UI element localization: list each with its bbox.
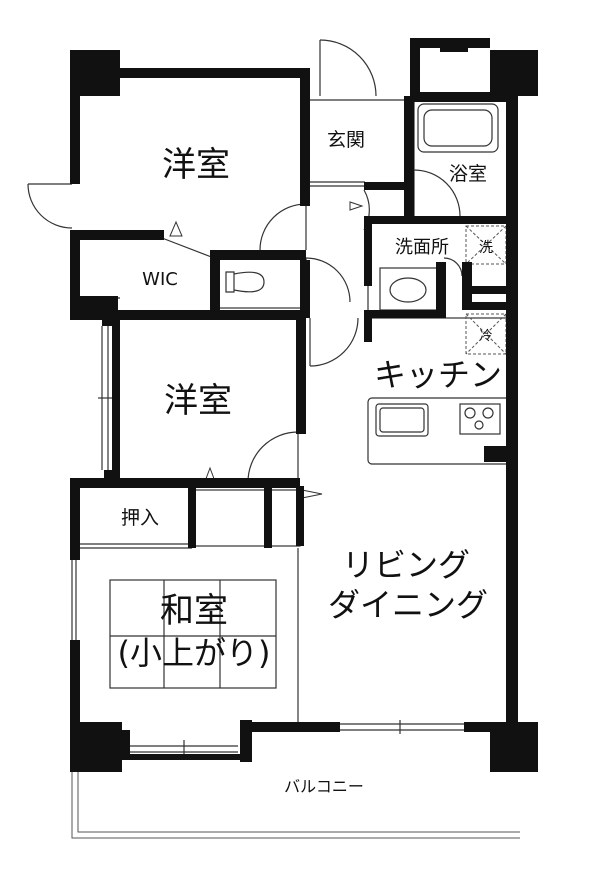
label-kitchen: キッチン xyxy=(374,356,502,394)
label-balcony: バルコニー xyxy=(284,777,364,796)
sink-icon xyxy=(375,403,429,437)
label-washroom: 洗面所 xyxy=(395,237,449,258)
label-washer: 洗 xyxy=(479,240,493,256)
door-swings xyxy=(27,39,463,483)
label-living-line1: リビング xyxy=(342,546,470,584)
label-bedroom1: 洋室 xyxy=(162,145,230,185)
washbasin-icon xyxy=(389,277,427,303)
tatami-mats xyxy=(109,579,277,689)
label-bath: 浴室 xyxy=(449,163,487,185)
washbasin xyxy=(379,267,441,311)
walls xyxy=(70,38,538,772)
bathtub-icon xyxy=(417,103,499,153)
label-oshiire: 押入 xyxy=(121,507,159,529)
washer-space xyxy=(465,225,507,265)
toilet-icon xyxy=(225,271,265,293)
label-wic: WIC xyxy=(142,269,178,290)
bath-room xyxy=(413,99,509,219)
label-washitsu-line2: (小上がり) xyxy=(118,634,271,672)
toilet-room xyxy=(217,257,303,309)
stove-icon xyxy=(459,403,501,435)
label-fridge: 冷 xyxy=(479,329,492,344)
storage-closet xyxy=(193,489,267,547)
balcony-outline xyxy=(71,760,520,839)
label-living-line2: ダイニング xyxy=(328,586,488,624)
label-bedroom2: 洋室 xyxy=(164,381,232,421)
label-genkan: 玄関 xyxy=(327,129,365,151)
label-washitsu-line1: 和室 xyxy=(160,591,228,631)
